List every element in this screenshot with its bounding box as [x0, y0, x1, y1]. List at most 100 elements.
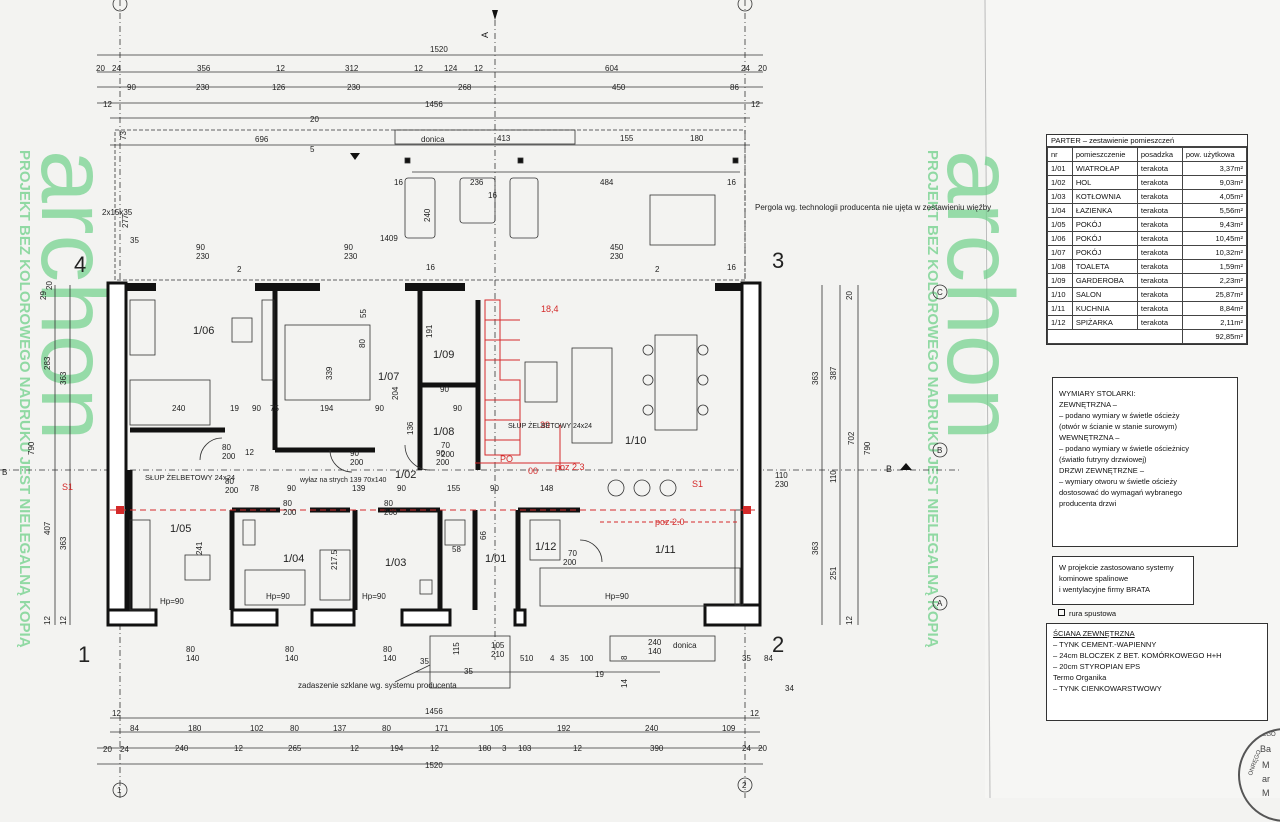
svg-text:110: 110: [775, 471, 788, 480]
wall-line: Termo Organika: [1053, 673, 1107, 682]
dim-bot-misc-5: 35: [560, 654, 569, 663]
slup-left-note: SŁUP ŻELBETOWY 24x24: [145, 473, 235, 482]
dim-bot-r3-13: 24: [742, 744, 751, 753]
axis-circle-2-top: [737, 0, 753, 12]
svg-text:200: 200: [436, 458, 450, 467]
room-schedule-table: PARTER – zestawienie pomieszczeń nr pomi…: [1046, 134, 1248, 345]
room-label-1-03: 1/03: [385, 557, 406, 569]
svg-text:450: 450: [610, 243, 624, 252]
dim-bot-r2-10: 109: [722, 724, 736, 733]
grid-label-b-left: B: [2, 468, 7, 477]
svg-text:70: 70: [441, 441, 450, 450]
grid-label-b-right: B: [937, 446, 942, 455]
room-label-1-01: 1/01: [485, 553, 506, 565]
svg-text:80: 80: [384, 499, 393, 508]
dim-bot-r2-3: 80: [290, 724, 299, 733]
drain-pipe-icon: [1058, 609, 1065, 616]
svg-text:140: 140: [648, 647, 662, 656]
room-label-1-02: 1/02: [395, 469, 416, 481]
room-label-1-07: 1/07: [378, 371, 399, 383]
axis-circle-a: [932, 595, 948, 611]
int-dim-15: 78: [250, 484, 259, 493]
dim-left-0: 29: [39, 291, 48, 300]
room-label-1-10: 1/10: [625, 435, 646, 447]
joinery-line: (światło futryny drzwiowej): [1059, 455, 1147, 464]
dim-bot-r1-2: 12: [750, 709, 759, 718]
dim-bot-misc-12: 34: [785, 684, 794, 693]
wall-line: – TYNK CIENKOWARSTWOWY: [1053, 684, 1162, 693]
col-nr: nr: [1047, 147, 1073, 162]
red-mark-39: 39: [540, 420, 550, 430]
dim-top-misc-7: 1409: [380, 234, 398, 243]
dim-top-r1-5: 12: [414, 64, 423, 73]
int-dim-17: 139: [352, 484, 366, 493]
dim-right-1: 387: [829, 366, 838, 380]
int-dim-7: 80: [358, 339, 367, 348]
dim-left-4: 790: [27, 441, 36, 455]
dim-top-r1-3: 12: [276, 64, 285, 73]
dim-left-2: 283: [43, 356, 52, 370]
dim-bot-r2-4: 137: [333, 724, 347, 733]
dim-top-misc-6: 16: [426, 263, 435, 272]
svg-text:90: 90: [196, 243, 205, 252]
svg-text:230: 230: [610, 252, 624, 261]
dim-bot-r2-6: 171: [435, 724, 449, 733]
slup-center-note: SŁUP ŻELBETOWY 24x24: [508, 421, 592, 430]
grid-label-2: 2: [742, 781, 747, 790]
int-dim-1: 19: [230, 404, 239, 413]
joinery-line: – podano wymiary w świetle ościeżnicy: [1059, 444, 1190, 453]
watermark-side-text-right: PROJEKT BEZ KOLOROWEGO NADRUKU JEST NIEL…: [924, 150, 941, 648]
dim-top-r2-5: 450: [612, 83, 626, 92]
dim-top-r5-1: 413: [497, 134, 511, 143]
int-dim-12: 204: [391, 386, 400, 400]
wall-line: – 20cm STYROPIAN EPS: [1053, 662, 1141, 671]
int-dim-13: 90: [440, 385, 449, 394]
col-area: pow. użytkowa: [1181, 147, 1248, 162]
dim-bot-r2-0: 84: [130, 724, 139, 733]
watermark-side-text-left: PROJEKT BEZ KOLOROWEGO NADRUKU JEST NIEL…: [16, 150, 33, 648]
room-labels: 1/06 1/07 1/09 1/08 1/10 1/05 1/04 1/03 …: [170, 325, 676, 569]
int-dim-29: Hp=90: [605, 592, 629, 601]
pergola-note-text: Pergola wg. technologii producenta nie u…: [755, 203, 991, 212]
axis-circle-c: [932, 284, 948, 300]
dim-bot-misc-10: 35: [742, 654, 751, 663]
int-dim-16: 90: [287, 484, 296, 493]
dim-bot-r1-0: 12: [112, 709, 121, 718]
axis-number-2: 2: [772, 632, 784, 657]
svg-text:80: 80: [283, 499, 292, 508]
table-total: 92,85m²: [1181, 329, 1248, 344]
col-floor: posadzka: [1136, 147, 1183, 162]
rura-label: rura spustowa: [1069, 609, 1117, 618]
dim-top-r2-6: 86: [730, 83, 739, 92]
dim-left-5: 407: [43, 521, 52, 535]
joinery-line: – podano wymiary w świetle ościeży: [1059, 411, 1180, 420]
dimension-text-bottom: 12 1456 12 84 180 102 80 137 80 171 105 …: [103, 642, 794, 770]
svg-text:210: 210: [491, 650, 505, 659]
dim-top-r1-9: 24: [741, 64, 750, 73]
dim-bot-r2-7: 105: [490, 724, 504, 733]
int-dim-3: 75: [270, 404, 279, 413]
dim-bot-r2-9: 240: [645, 724, 659, 733]
dim-right-4: 110: [829, 470, 838, 483]
watermark-brand-right: archon: [927, 150, 1033, 440]
int-dim-11: 136: [406, 421, 415, 435]
svg-text:240: 240: [648, 638, 662, 647]
room-label-1-04: 1/04: [283, 553, 304, 565]
dim-top-misc-11: 2: [655, 265, 660, 274]
donica-top-label: donica: [421, 135, 445, 144]
room-label-1-12: 1/12: [535, 541, 556, 553]
svg-text:80: 80: [383, 645, 392, 654]
svg-text:140: 140: [383, 654, 397, 663]
svg-text:200: 200: [225, 486, 239, 495]
axis-circle-b: [932, 442, 948, 458]
room-label-1-06: 1/06: [193, 325, 214, 337]
chimney-line: i wentylacyjne firmy BRATA: [1059, 585, 1150, 594]
room-label-1-05: 1/05: [170, 523, 191, 535]
dim-bot-misc-11: 84: [764, 654, 773, 663]
